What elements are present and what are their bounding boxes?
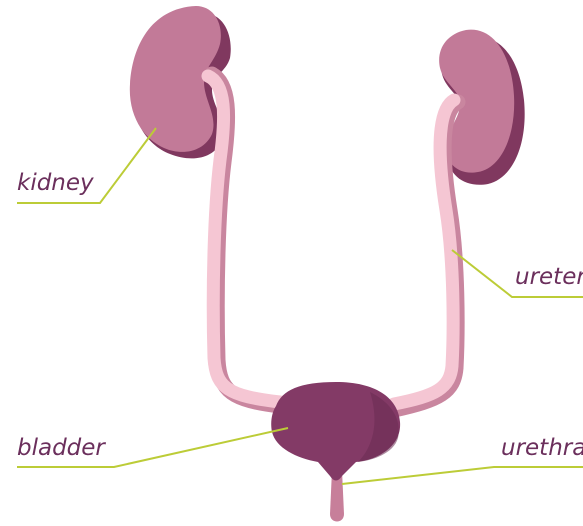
left-ureter <box>208 74 280 406</box>
right-ureter <box>394 100 458 410</box>
urethra-label: urethra <box>501 437 583 460</box>
kidney-label: kidney <box>17 172 94 195</box>
bladder-label: bladder <box>17 437 105 460</box>
urethra-leader-line <box>342 467 583 484</box>
ureter-label: ureter <box>515 266 583 289</box>
bladder <box>271 382 400 481</box>
left-ureter-tube <box>208 76 280 402</box>
right-ureter-tube <box>394 100 454 404</box>
